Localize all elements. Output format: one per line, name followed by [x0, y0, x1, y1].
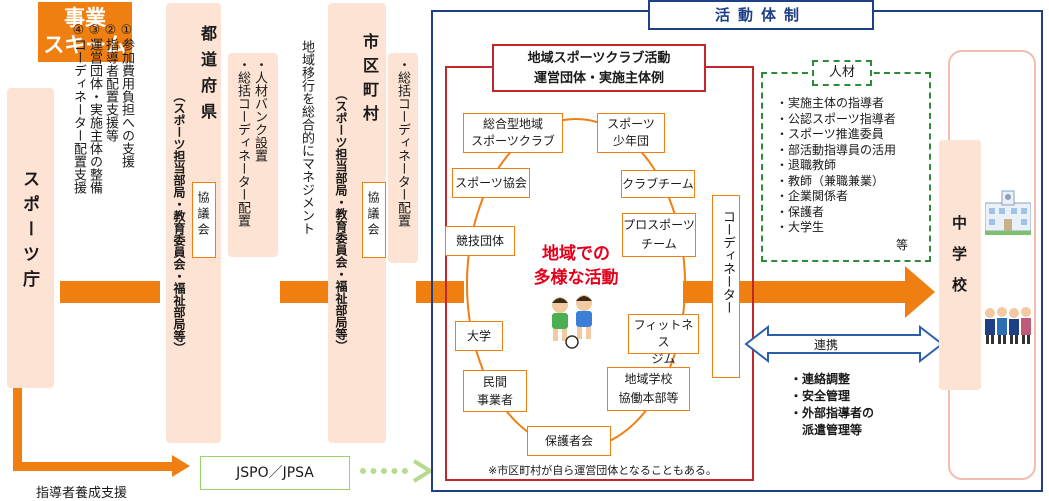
placement-item: ・総括コーディネーター配置	[235, 58, 250, 227]
jspo-box: JSPO／JPSA	[200, 456, 350, 490]
org-private-business: 民間 事業者	[463, 370, 527, 412]
club-note: ※市区町村が自ら運営団体となることもある。	[488, 464, 717, 477]
municipality-placement-box	[388, 53, 418, 263]
school-label: 中学校	[950, 215, 968, 308]
hr-item: ・公認スポーツ指導者	[776, 111, 896, 126]
flow-arrow-head	[905, 266, 935, 318]
org-sports-association: スポーツ協会	[452, 168, 530, 198]
activity-title: 活動体制	[648, 0, 874, 30]
dotted-arrow-head	[412, 459, 434, 483]
cooperation-arrow	[744, 324, 944, 364]
hr-item: ・実施主体の指導者	[776, 96, 885, 110]
hr-item: ・教師（兼職兼業）	[776, 173, 885, 188]
club-title-line1: 地域スポーツクラブ活動	[527, 51, 671, 66]
hr-item: ・企業関係者	[776, 189, 849, 203]
hr-item: ・大学生	[776, 220, 825, 234]
dotted-arrow	[360, 468, 408, 474]
org-general-club: 総合型地域 スポーツクラブ	[463, 113, 563, 153]
hr-item: ・部活動指導員の活用	[776, 142, 897, 157]
prefecture-council: 協議会	[192, 182, 216, 258]
scheme-badge: 事業 スキーム	[38, 2, 132, 62]
prefecture-title: 都道府県	[198, 25, 217, 129]
flow-arrow-mid2	[416, 281, 464, 303]
hr-item: ・保護者	[776, 204, 825, 219]
support-item: ④コーディネーター配置支援	[71, 23, 86, 194]
training-arrow-horiz	[13, 462, 173, 471]
hr-item: ・スポーツ推進委員	[776, 127, 884, 141]
club-title: 地域スポーツクラブ活動 運営団体・実施主体例	[492, 44, 706, 92]
cooperation-label: 連携	[814, 338, 839, 352]
org-youth-team: スポーツ 少年団	[597, 113, 665, 153]
hr-title: 人材	[812, 60, 872, 86]
flow-arrow-mid	[280, 281, 330, 303]
municipality-placement-text: ・総括コーディネーター配置	[395, 58, 410, 227]
org-federation: 競技団体	[445, 226, 515, 256]
flow-arrow-upper	[60, 281, 160, 303]
kids-soccer-icon	[552, 295, 592, 349]
training-arrow-vert	[13, 388, 22, 470]
coordinator-box	[712, 195, 740, 378]
agency-support-list: ①参加費用負担への支援 ②指導者配置支援等 ③運営団体・実施主体の整備 ④コーデ…	[70, 23, 134, 273]
prefecture-placement-text: ・人材バンク設置 ・総括コーディネーター配置	[234, 58, 268, 252]
training-label: 指導者養成支援	[36, 486, 128, 501]
prefecture-placement-box	[228, 53, 278, 257]
coordinator-label: コーディネーター	[720, 210, 735, 314]
hr-etc: 等	[896, 238, 909, 252]
prefecture-dept: （スポーツ担当部局・教育委員会・福祉部局等）	[172, 90, 186, 354]
org-university: 大学	[455, 321, 503, 351]
org-school-hq: 地域学校 協働本部等	[607, 367, 690, 411]
org-fitness-gym: フィットネス ジム	[628, 314, 699, 366]
municipality-council: 協議会	[362, 182, 386, 258]
school-label-box	[939, 140, 981, 390]
support-item: ②指導者配置支援等	[103, 23, 118, 142]
municipality-dept: （スポーツ担当部局・教育委員会・福祉部局等）	[334, 88, 348, 352]
org-club-team: クラブチーム	[621, 170, 695, 198]
hr-list: ・実施主体の指導者 ・公認スポーツ指導者 ・スポーツ推進委員 ・部活動指導員の活…	[776, 96, 896, 236]
hr-item: ・退職教師	[776, 158, 837, 172]
agency-box	[7, 88, 54, 388]
management-note: 地域移行を総合的にマネジメント	[299, 40, 314, 235]
club-title-line2: 運営団体・実施主体例	[533, 71, 664, 86]
training-arrow-head	[172, 455, 190, 477]
support-item: ③運営団体・実施主体の整備	[87, 23, 102, 194]
municipality-title: 市区町村	[360, 33, 379, 129]
agency-label: スポーツ庁	[19, 170, 39, 295]
placement-item: ・人材バンク設置	[252, 58, 267, 162]
teachers-icon	[985, 307, 1031, 344]
school-building-icon	[985, 190, 1031, 235]
org-pro-sports: プロスポーツ チーム	[622, 213, 696, 257]
cooperation-list: ・連絡調整 ・安全管理 ・外部指導者の 派遣管理等	[790, 372, 875, 437]
club-center-text: 地域での 多様な活動	[533, 244, 619, 288]
org-guardians: 保護者会	[527, 426, 611, 456]
support-item: ①参加費用負担への支援	[119, 23, 134, 168]
